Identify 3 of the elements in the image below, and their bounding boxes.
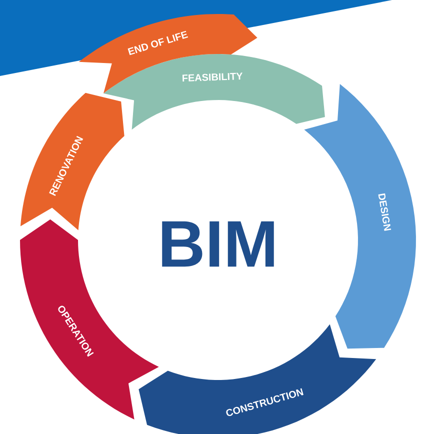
arrow-segment: FEASIBILITY	[104, 54, 325, 130]
center-title: BIM	[162, 221, 274, 267]
arrow-segment: DESIGN	[304, 84, 416, 349]
